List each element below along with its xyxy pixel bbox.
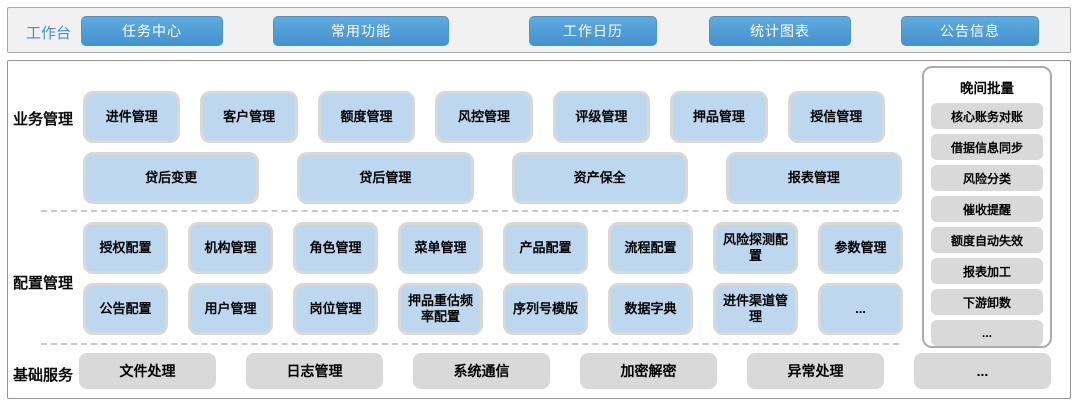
batch-job-box[interactable]: 风险分类	[931, 165, 1043, 191]
business-module-box[interactable]: 报表管理	[725, 152, 902, 204]
workbench-label: 工作台	[26, 25, 72, 42]
basic-service-box[interactable]: 异常处理	[747, 353, 884, 389]
config-module-box[interactable]: 参数管理	[818, 222, 903, 274]
business-module-box[interactable]: 授信管理	[787, 91, 885, 143]
section-divider	[41, 343, 899, 345]
business-modules-row-2: 贷后变更贷后管理资产保全报表管理	[83, 152, 902, 204]
basic-service-box[interactable]: ...	[914, 353, 1051, 389]
business-module-box[interactable]: 客户管理	[200, 91, 298, 143]
main-panel: 业务管理 配置管理 基础服务 进件管理客户管理额度管理风控管理评级管理押品管理授…	[7, 60, 1071, 399]
business-modules-row-1: 进件管理客户管理额度管理风控管理评级管理押品管理授信管理	[83, 91, 885, 143]
section-divider	[41, 210, 899, 212]
basic-service-box[interactable]: 系统通信	[413, 353, 550, 389]
basic-service-box[interactable]: 日志管理	[246, 353, 383, 389]
config-modules-row-2: 公告配置用户管理岗位管理押品重估频率配置序列号模版数据字典进件渠道管理...	[83, 283, 903, 335]
batch-job-box[interactable]: 报表加工	[931, 258, 1043, 284]
workbench-button-common-functions[interactable]: 常用功能	[273, 16, 449, 46]
business-module-box[interactable]: 风控管理	[435, 91, 533, 143]
config-module-box[interactable]: 用户管理	[188, 283, 273, 335]
night-batch-panel: 晚间批量 核心账务对账借据信息同步风险分类催收提醒额度自动失效报表加工下游卸数.…	[922, 66, 1052, 348]
basic-services-row: 文件处理日志管理系统通信加密解密异常处理...	[79, 353, 1051, 389]
config-module-box[interactable]: 押品重估频率配置	[398, 283, 483, 335]
business-module-box[interactable]: 额度管理	[317, 91, 416, 143]
night-batch-title: 晚间批量	[960, 81, 1014, 96]
batch-job-box[interactable]: 借据信息同步	[931, 134, 1043, 160]
batch-job-box[interactable]: 额度自动失效	[931, 227, 1043, 253]
config-module-box[interactable]: 公告配置	[83, 283, 168, 335]
config-module-box[interactable]: 机构管理	[188, 222, 273, 274]
workbench-button-task-center[interactable]: 任务中心	[81, 16, 223, 46]
batch-job-box[interactable]: 催收提醒	[931, 196, 1043, 222]
config-modules-row-1: 授权配置机构管理角色管理菜单管理产品配置流程配置风险探测配置参数管理	[83, 222, 903, 274]
config-module-box[interactable]: 角色管理	[293, 222, 378, 274]
config-module-box[interactable]: 产品配置	[503, 222, 588, 274]
section-label-basic-services: 基础服务	[13, 367, 74, 384]
config-module-box[interactable]: 岗位管理	[293, 283, 378, 335]
basic-service-box[interactable]: 加密解密	[580, 353, 717, 389]
business-module-box[interactable]: 押品管理	[670, 91, 768, 143]
config-module-box[interactable]: 授权配置	[83, 222, 168, 274]
business-module-box[interactable]: 贷后管理	[297, 152, 474, 204]
config-module-box[interactable]: 数据字典	[608, 283, 693, 335]
business-module-box[interactable]: 贷后变更	[83, 152, 260, 204]
config-module-box[interactable]: 序列号模版	[503, 283, 588, 335]
section-label-config-management: 配置管理	[13, 275, 74, 292]
batch-job-box[interactable]: ...	[931, 320, 1043, 346]
workbench-button-work-calendar[interactable]: 工作日历	[529, 16, 657, 46]
config-module-box[interactable]: 进件渠道管理	[713, 283, 798, 335]
config-module-box[interactable]: ...	[818, 283, 903, 335]
workbench-button-announcements[interactable]: 公告信息	[901, 16, 1039, 46]
config-module-box[interactable]: 风险探测配置	[713, 222, 798, 274]
business-module-box[interactable]: 资产保全	[511, 152, 688, 204]
workbench-button-statistics-charts[interactable]: 统计图表	[709, 16, 851, 46]
batch-job-box[interactable]: 下游卸数	[931, 289, 1043, 315]
workbench-bar: 工作台 任务中心 常用功能 工作日历 统计图表 公告信息	[7, 7, 1071, 53]
batch-job-box[interactable]: 核心账务对账	[931, 103, 1043, 129]
night-batch-list: 核心账务对账借据信息同步风险分类催收提醒额度自动失效报表加工下游卸数...	[931, 103, 1043, 346]
business-module-box[interactable]: 进件管理	[83, 91, 181, 143]
section-label-business-management: 业务管理	[13, 111, 74, 128]
config-module-box[interactable]: 流程配置	[608, 222, 693, 274]
business-module-box[interactable]: 评级管理	[552, 91, 651, 143]
basic-service-box[interactable]: 文件处理	[79, 353, 216, 389]
config-module-box[interactable]: 菜单管理	[398, 222, 483, 274]
